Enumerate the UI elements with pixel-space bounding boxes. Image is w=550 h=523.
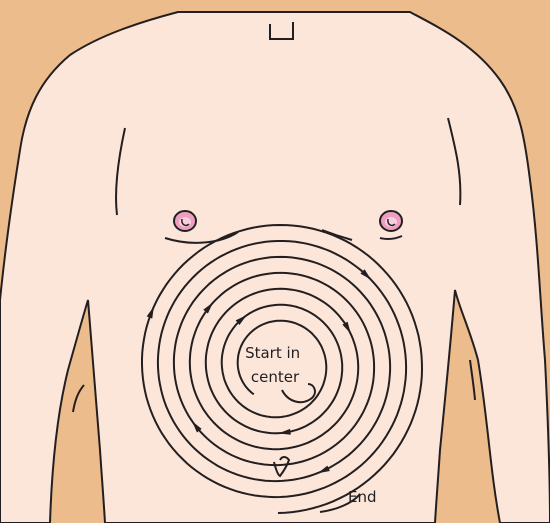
torso-silhouette xyxy=(0,12,550,523)
end-label: End xyxy=(348,488,377,506)
left-forearm-line xyxy=(470,360,475,400)
right-nipple xyxy=(174,211,196,231)
left-nipple xyxy=(380,211,402,231)
right-forearm-line xyxy=(73,385,84,412)
